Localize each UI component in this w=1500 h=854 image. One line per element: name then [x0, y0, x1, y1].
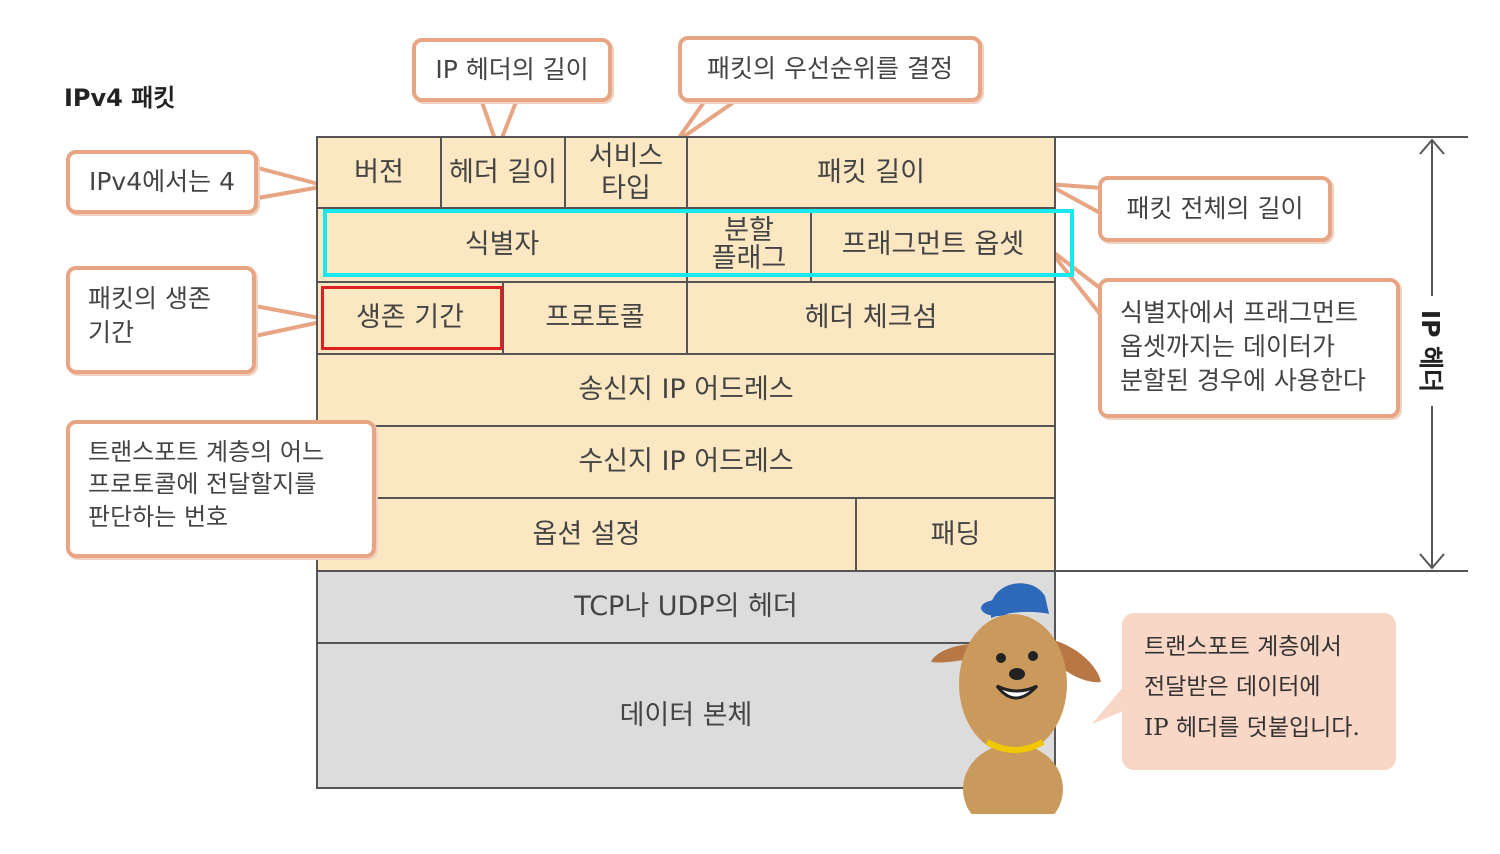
speech-bubble-tail	[1092, 686, 1126, 724]
field-version-label: 버전	[354, 156, 404, 188]
field-packet-length-label: 패킷 길이	[817, 156, 925, 188]
field-options: 옵션 설정	[317, 498, 856, 571]
field-service-type-label: 서비스 타입	[588, 141, 664, 204]
callout-ipv4-version-text: IPv4에서는 4	[88, 167, 235, 197]
callout-ttl-text: 패킷의 생존 기간	[88, 284, 211, 347]
field-dest-ip-label: 수신지 IP 어드레스	[578, 446, 794, 478]
callout-packet-length: 패킷 전체의 길이	[1098, 176, 1332, 242]
dog-cap-brim	[981, 600, 1013, 616]
field-fragment-flag-label: 분할 플래그	[711, 214, 787, 274]
field-padding: 패딩	[856, 498, 1055, 571]
dog-collar	[985, 739, 1045, 753]
callout-protocol: 트랜스포트 계층의 어느 프로토콜에 전달할지를 판단하는 번호	[66, 420, 376, 558]
field-service-type: 서비스 타입	[565, 137, 687, 208]
callout-fragment: 식별자에서 프래그먼트 옵셋까지는 데이터가 분할된 경우에 사용한다	[1098, 278, 1400, 418]
callout-protocol-text: 트랜스포트 계층의 어느 프로토콜에 전달할지를 판단하는 번호	[88, 438, 325, 531]
dog-mascot-illustration	[931, 583, 1101, 814]
field-source-ip-label: 송신지 IP 어드레스	[578, 374, 794, 406]
field-packet-length: 패킷 길이	[687, 137, 1055, 208]
dog-body	[963, 744, 1063, 814]
fragment-fields-highlight	[323, 209, 1074, 277]
speech-bubble-text: 트랜스포트 계층에서 전달받은 데이터에 IP 헤더를 덧붙입니다.	[1144, 634, 1360, 741]
field-source-ip: 송신지 IP 어드레스	[317, 354, 1055, 426]
speech-bubble: 트랜스포트 계층에서 전달받은 데이터에 IP 헤더를 덧붙입니다.	[1122, 613, 1396, 770]
dog-mouth	[995, 684, 1039, 700]
field-dest-ip: 수신지 IP 어드레스	[317, 426, 1055, 498]
callout-service-type-text: 패킷의 우선순위를 결정	[707, 54, 953, 84]
field-transport-header-label: TCP나 UDP의 헤더	[574, 591, 798, 623]
field-transport-header: TCP나 UDP의 헤더	[317, 571, 1055, 643]
callout-header-length-text: IP 헤더의 길이	[435, 55, 589, 85]
ip-header-side-label: IP 헤더	[1416, 296, 1448, 406]
callout-ipv4-version: IPv4에서는 4	[66, 150, 258, 214]
field-identifier-label: 식별자	[464, 229, 540, 261]
field-checksum: 헤더 체크섬	[687, 282, 1055, 354]
callout-service-type: 패킷의 우선순위를 결정	[678, 36, 982, 102]
field-data-body: 데이터 본체	[317, 643, 1055, 788]
dog-eye-left	[996, 653, 1006, 663]
field-protocol: 프로토콜	[503, 282, 687, 354]
field-ttl-label: 생존 기간	[356, 302, 464, 334]
dog-nose	[1009, 668, 1025, 680]
field-header-length: 헤더 길이	[441, 137, 565, 208]
callout-fragment-text: 식별자에서 프래그먼트 옵셋까지는 데이터가 분할된 경우에 사용한다	[1120, 298, 1366, 395]
callout-packet-length-text: 패킷 전체의 길이	[1126, 194, 1304, 224]
field-fragment-offset: 프래그먼트 옵셋	[811, 208, 1055, 282]
callout-ttl: 패킷의 생존 기간	[66, 266, 256, 374]
field-fragment-offset-label: 프래그먼트 옵셋	[841, 229, 1025, 261]
field-version: 버전	[317, 137, 441, 208]
field-checksum-label: 헤더 체크섬	[804, 302, 938, 334]
dog-head	[959, 614, 1067, 754]
dog-right-ear	[1053, 640, 1101, 683]
callout-header-length: IP 헤더의 길이	[412, 38, 612, 102]
field-identifier: 식별자	[317, 208, 687, 282]
field-fragment-flag: 분할 플래그	[687, 208, 811, 282]
dog-eye-right	[1028, 651, 1038, 661]
field-protocol-label: 프로토콜	[545, 302, 645, 334]
field-options-label: 옵션 설정	[532, 518, 641, 550]
field-ttl: 생존 기간	[317, 282, 503, 354]
field-data-body-label: 데이터 본체	[619, 699, 753, 731]
field-padding-label: 패딩	[930, 518, 981, 550]
field-header-length-label: 헤더 길이	[449, 156, 557, 188]
diagram-title: IPv4 패킷	[64, 84, 176, 112]
ttl-highlight	[321, 286, 503, 350]
ip-header-side-label-text: IP 헤더	[1416, 309, 1445, 393]
